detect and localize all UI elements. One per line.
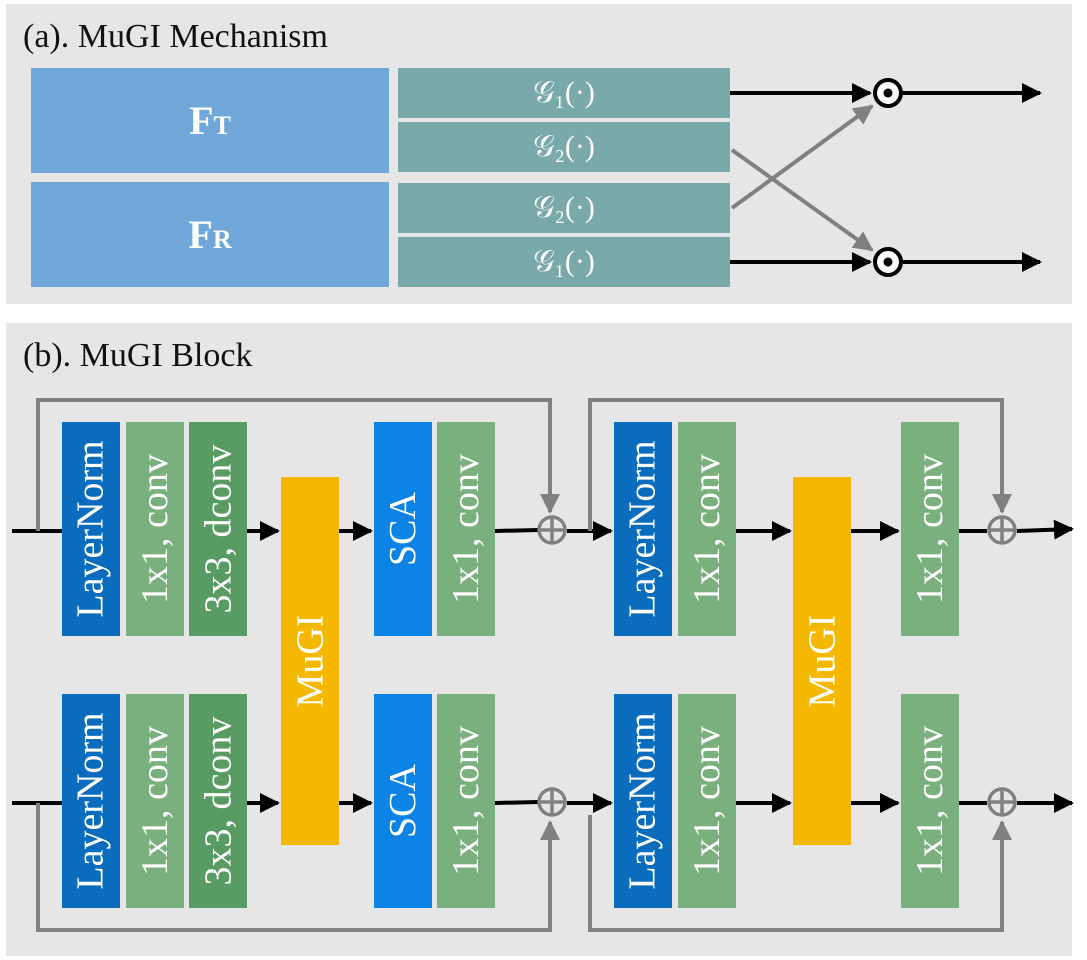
layernorm-1-bottom: LayerNorm (62, 694, 120, 908)
conv1x1-4-top: 1x1, conv (901, 422, 959, 636)
conv1x1-3-bottom: 1x1, conv (678, 694, 736, 908)
gate-g1-top: 𝒢₁(·) (398, 68, 730, 118)
layernorm-2-top: LayerNorm (614, 422, 672, 636)
conv1x1-1-top: 1x1, conv (126, 422, 184, 636)
layernorm-1-top: LayerNorm (62, 422, 120, 636)
conv1x1-2-top: 1x1, conv (437, 422, 495, 636)
sca-bottom: SCA (374, 694, 432, 908)
dconv3x3-1-top: 3x3, dconv (189, 422, 247, 636)
conv1x1-4-bottom: 1x1, conv (901, 694, 959, 908)
feature-t-box: FT (31, 68, 389, 173)
gate-g2-bottom: 𝒢₂(·) (398, 183, 730, 233)
gate-g1-bottom: 𝒢₁(·) (398, 237, 730, 287)
panel-a-title: (a). MuGI Mechanism (23, 18, 328, 55)
conv1x1-2-bottom: 1x1, conv (437, 694, 495, 908)
conv1x1-3-top: 1x1, conv (678, 422, 736, 636)
feature-t-label: FT (189, 98, 231, 143)
mugi-2: MuGI (793, 477, 851, 845)
layernorm-2-bottom: LayerNorm (614, 694, 672, 908)
feature-r-box: FR (31, 182, 389, 287)
gate-g2-top: 𝒢₂(·) (398, 122, 730, 172)
sca-top: SCA (374, 422, 432, 636)
feature-r-label: FR (188, 212, 232, 257)
conv1x1-1-bottom: 1x1, conv (126, 694, 184, 908)
mugi-1: MuGI (281, 477, 339, 845)
panel-b-title: (b). MuGI Block (23, 337, 253, 374)
dconv3x3-1-bottom: 3x3, dconv (189, 694, 247, 908)
